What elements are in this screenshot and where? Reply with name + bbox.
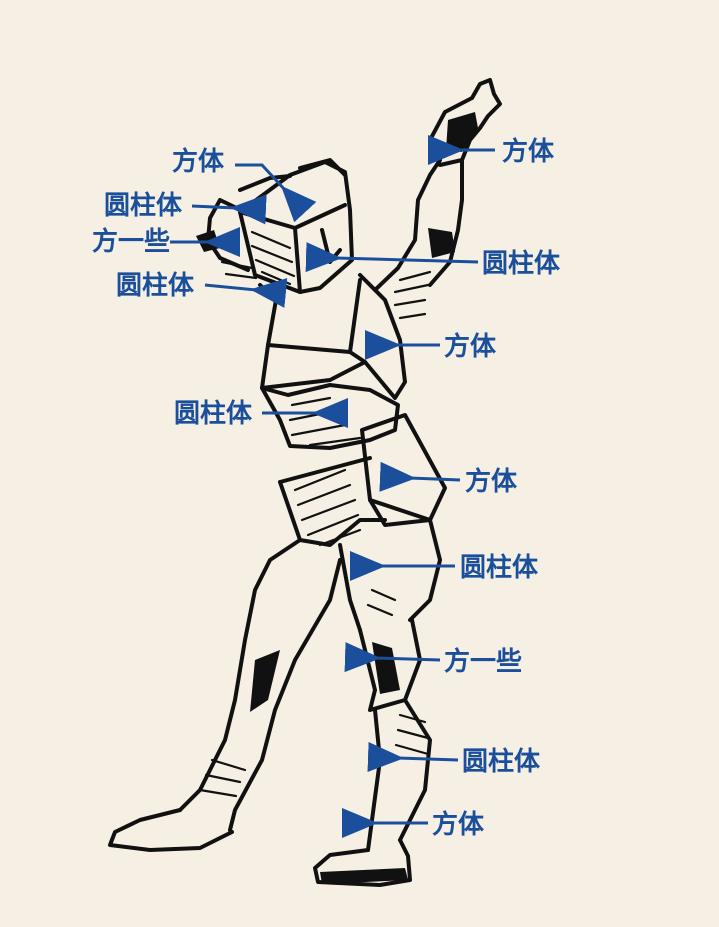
raised-arm xyxy=(373,158,464,320)
head-block xyxy=(238,158,354,294)
label-thigh: 圆柱体 xyxy=(460,553,539,583)
label-waist: 圆柱体 xyxy=(174,399,253,429)
label-bent-arm: 圆柱体 xyxy=(104,191,183,221)
arrow-knee xyxy=(344,642,441,673)
right-knee xyxy=(358,618,422,712)
label-hip: 方体 xyxy=(465,466,518,497)
label-hand: 方体 xyxy=(502,136,555,167)
arrow-calf xyxy=(367,742,459,772)
waist-cylinder xyxy=(260,383,400,450)
label-elbow: 方一些 xyxy=(92,226,170,257)
left-foot xyxy=(108,808,234,852)
label-forearm: 圆柱体 xyxy=(116,271,195,301)
torso-block xyxy=(258,273,407,400)
label-neck: 圆柱体 xyxy=(482,249,561,279)
label-head: 方体 xyxy=(172,146,225,177)
raised-hand xyxy=(428,78,502,167)
arrow-forearm xyxy=(204,277,288,308)
arrow-head xyxy=(235,163,317,223)
label-chest: 方体 xyxy=(444,331,497,362)
arrow-hip xyxy=(379,461,461,492)
right-foot xyxy=(313,838,412,887)
hip-cube xyxy=(360,413,447,527)
label-calf: 圆柱体 xyxy=(462,747,541,777)
right-thigh xyxy=(338,518,442,632)
arrow-neck xyxy=(305,242,479,273)
label-knee: 方一些 xyxy=(444,646,522,677)
pelvis-block xyxy=(278,456,387,547)
right-calf xyxy=(366,698,432,852)
left-leg xyxy=(178,538,342,832)
arrow-bent-arm xyxy=(191,194,267,225)
label-ankle: 方体 xyxy=(432,809,485,840)
annotations: 方体 方体 圆柱体 方一些 圆柱体 圆柱体 方体 圆柱体 方体 圆柱体 方一些 xyxy=(92,135,561,840)
